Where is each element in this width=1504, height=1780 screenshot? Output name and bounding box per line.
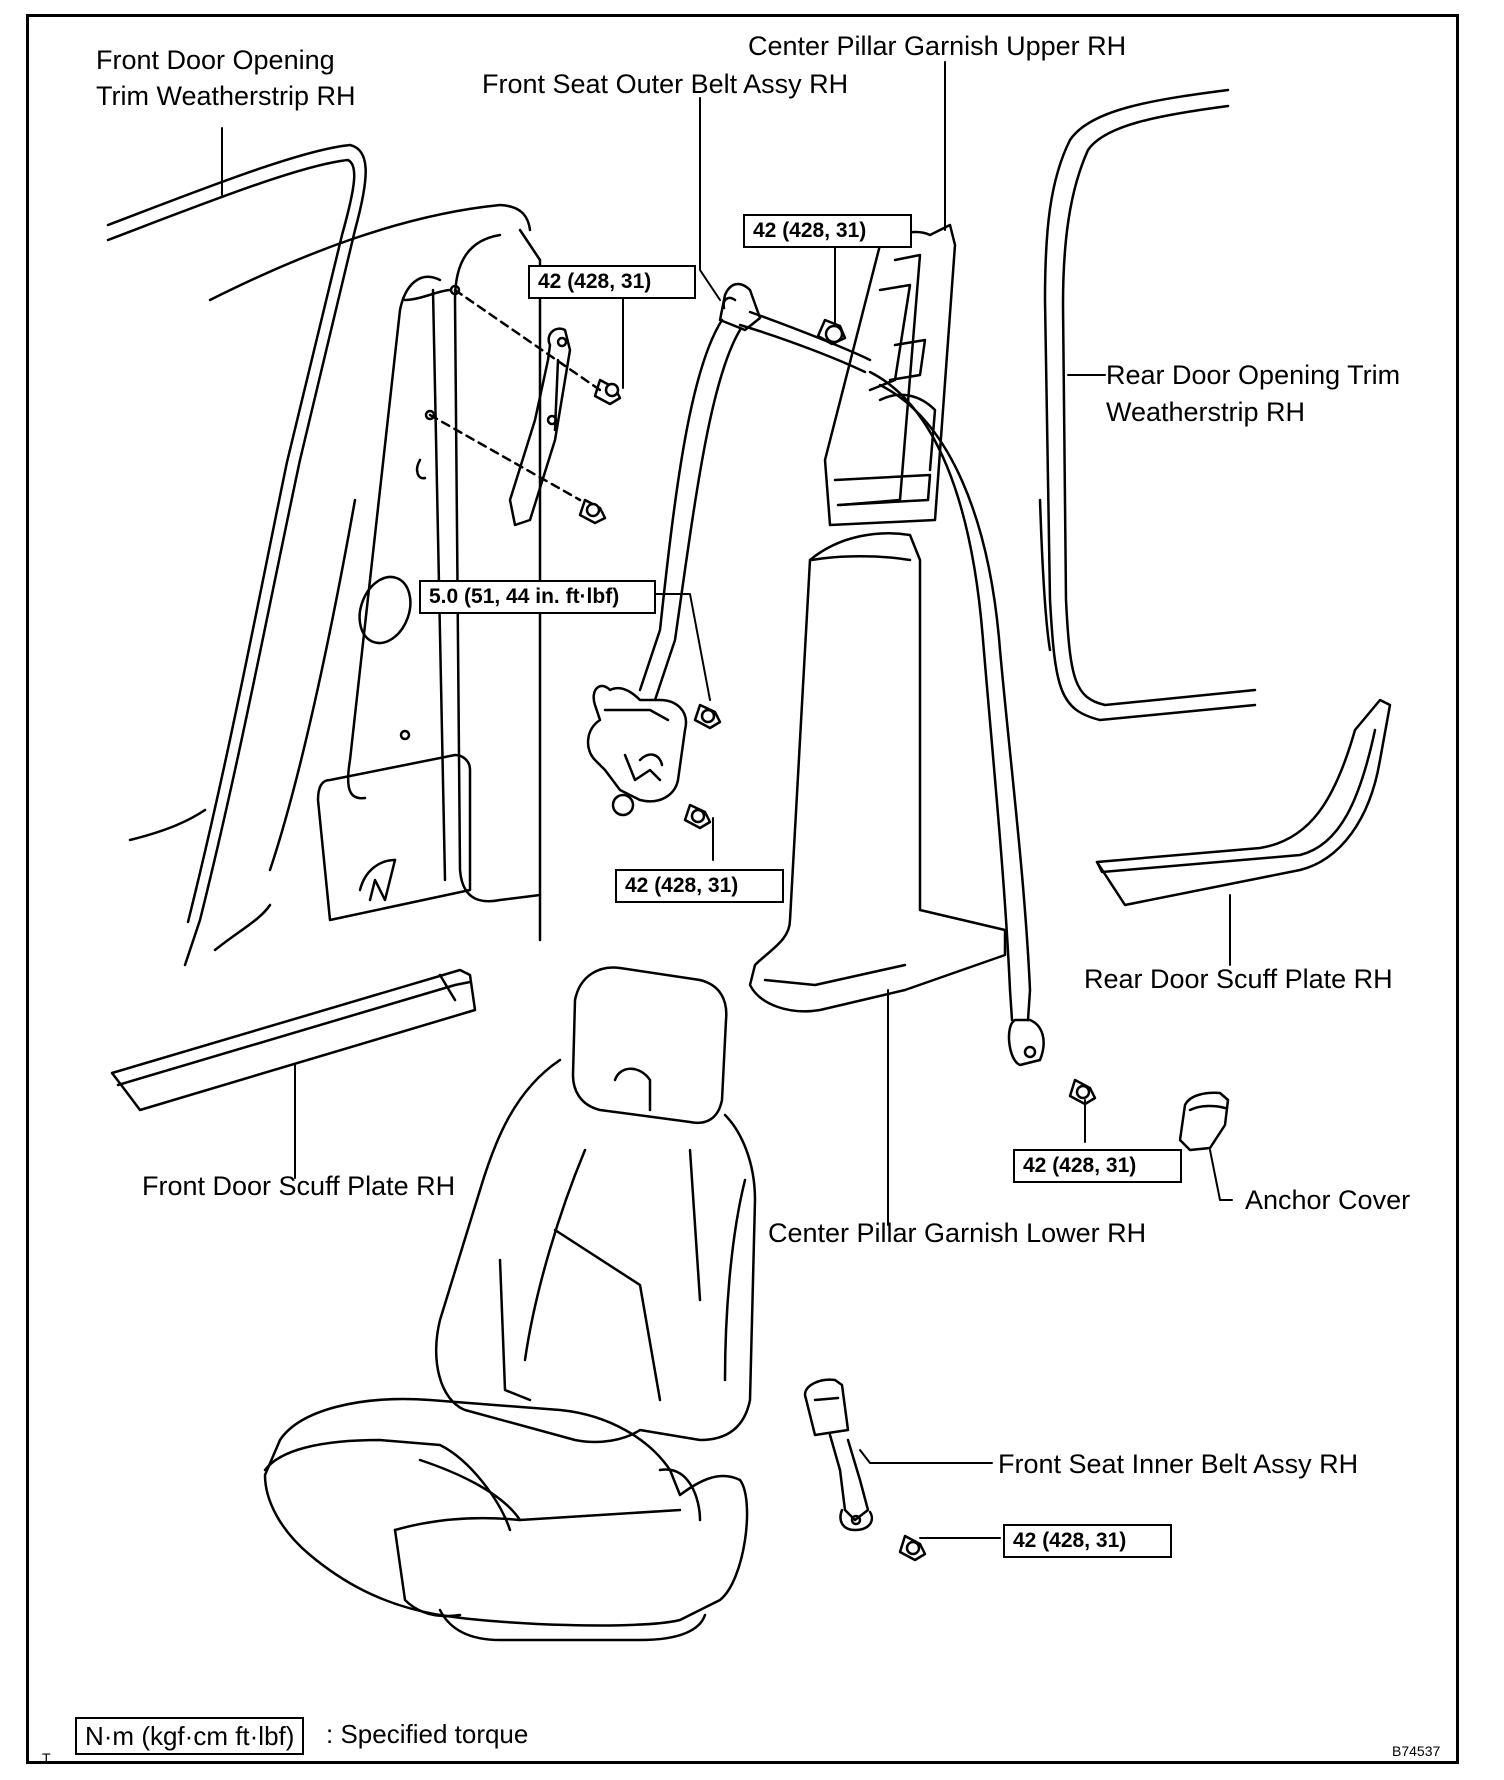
legend-torque-unit: N·m (kgf·cm ft·lbf): [75, 1717, 305, 1755]
torque-callout-lower-anchor-bolt: 42 (428, 31): [1013, 1149, 1182, 1183]
label-front-door-weatherstrip-line1: Front Door Opening: [96, 45, 335, 75]
front-seat-inner-belt: [803, 1378, 927, 1562]
belt-lower-run: [868, 370, 1097, 1106]
label-center-pillar-garnish-lower: Center Pillar Garnish Lower RH: [768, 1218, 1147, 1248]
outer-belt-webbing: [586, 282, 872, 830]
label-rear-door-weatherstrip-line1: Rear Door Opening Trim: [1106, 360, 1401, 390]
torque-callout-retractor-upper-bolt: 5.0 (51, 44 in. ft·lbf): [419, 580, 656, 614]
corner-mark: T: [42, 1750, 51, 1766]
torque-callout-pillar-upper-bolt: 42 (428, 31): [743, 214, 912, 248]
torque-callout-retractor-lower-bolt: 42 (428, 31): [615, 869, 784, 903]
label-front-door-scuff-plate: Front Door Scuff Plate RH: [142, 1171, 456, 1201]
anchor-cover-part: [1178, 1091, 1230, 1152]
center-pillar-body: [208, 203, 542, 952]
belt-upper-anchor: [428, 288, 622, 527]
diagram-frame: [26, 14, 1459, 1764]
front-door-scuff-plate: [110, 968, 477, 1112]
rear-door-scuff-plate: [1095, 698, 1392, 907]
center-pillar-garnish-lower: [748, 532, 1007, 1013]
torque-callout-upper-anchor-bolt: 42 (428, 31): [528, 265, 696, 299]
leader-lines: [221, 61, 1233, 1539]
bolt-fasteners: [585, 324, 1091, 1556]
center-pillar-garnish-upper: [823, 223, 957, 527]
front-seat: [263, 966, 757, 1642]
figure-id: B74537: [1392, 1743, 1441, 1759]
label-anchor-cover: Anchor Cover: [1245, 1185, 1411, 1215]
label-front-door-weatherstrip-line2: Trim Weatherstrip RH: [96, 81, 356, 111]
label-front-seat-outer-belt: Front Seat Outer Belt Assy RH: [482, 69, 849, 99]
front-door-weatherstrip: [106, 143, 367, 967]
legend-description: : Specified torque: [326, 1719, 529, 1749]
torque-callout-inner-belt-bolt: 42 (428, 31): [1003, 1524, 1172, 1558]
label-rear-door-scuff-plate: Rear Door Scuff Plate RH: [1084, 964, 1393, 994]
label-center-pillar-garnish-upper: Center Pillar Garnish Upper RH: [748, 31, 1127, 61]
label-front-seat-inner-belt: Front Seat Inner Belt Assy RH: [998, 1449, 1359, 1479]
rear-door-weatherstrip: [1038, 88, 1257, 722]
label-rear-door-weatherstrip-line2: Weatherstrip RH: [1106, 397, 1306, 427]
